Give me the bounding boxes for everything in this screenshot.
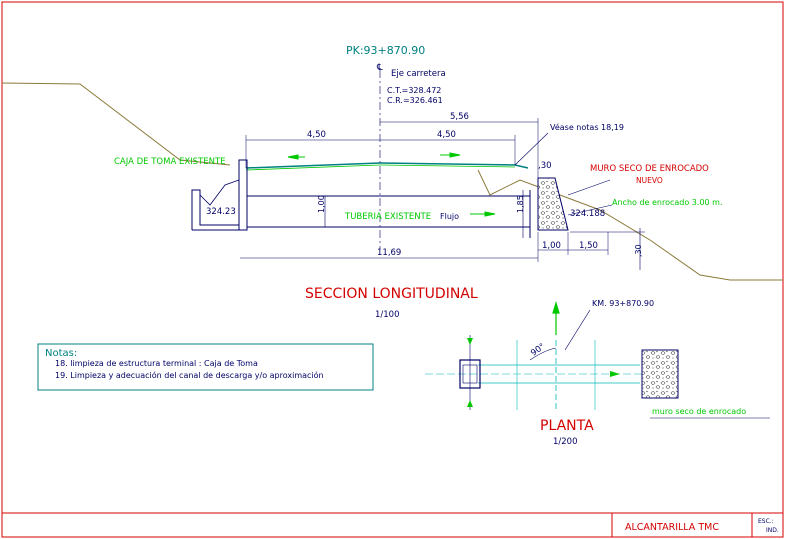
esc-label: ESC.:	[758, 518, 774, 525]
leader-km	[564, 309, 591, 351]
plan-caja	[459, 359, 481, 389]
tuberia-label: TUBERIA EXISTENTE	[344, 212, 431, 222]
leader-ancho	[567, 204, 613, 216]
plan-arrow-up-icon	[467, 338, 473, 345]
angle-label: 90°	[529, 342, 547, 359]
notes-box	[37, 343, 374, 391]
plan-caja-inner	[462, 364, 478, 384]
flow-arrow-icon	[470, 211, 496, 217]
caja-box	[191, 189, 239, 230]
nuevo-label: NUEVO	[636, 176, 663, 185]
dim-100-bottom-label: 1,00	[542, 241, 561, 251]
dim-1169-label: 11,69	[377, 248, 401, 258]
footer-title: ALCANTARILLA TMC	[625, 522, 719, 533]
muro-planta-label: muro seco de enrocado	[652, 407, 746, 416]
dim-30-top-label: ,30	[538, 161, 552, 171]
axis-symbol: ℄	[376, 63, 383, 73]
dim-150-label: 1,50	[579, 241, 598, 251]
caja-wall	[238, 159, 248, 231]
dim-185-label: 1,85	[516, 195, 525, 213]
seccion-title: SECCION LONGITUDINAL	[305, 286, 478, 302]
eje-label: Eje carretera	[391, 69, 446, 79]
plan-angle-arc	[529, 347, 557, 361]
note-18: 18. limpieza de estructura terminal : Ca…	[55, 359, 258, 368]
north-arrow-icon	[552, 300, 560, 335]
notes-title: Notas:	[45, 348, 77, 359]
plan-flow-arrow-icon	[610, 371, 620, 377]
flujo-label: Flujo	[440, 212, 459, 221]
terrain-left	[1, 82, 231, 166]
terrain-right	[477, 169, 783, 281]
elev-left-label: 324.23	[206, 207, 236, 217]
dim-left-label: 4,50	[307, 130, 326, 140]
caja-fill	[199, 179, 240, 206]
planta-title: PLANTA	[540, 418, 594, 434]
km-label: KM. 93+870.90	[592, 299, 654, 308]
dim-right-label: 4,50	[437, 130, 456, 140]
road-crown	[245, 162, 529, 169]
rock-wall	[537, 177, 569, 231]
ancho-label: Ancho de enrocado 3.00 m.	[612, 198, 723, 207]
caja-label: CAJA DE TOMA EXISTENTE	[114, 157, 226, 167]
leader-vease	[514, 132, 549, 166]
muro-label: MURO SECO DE ENROCADO	[590, 164, 709, 174]
leader-muro	[567, 179, 611, 196]
elev-right-label: 324.188	[570, 209, 605, 219]
road-crown-green	[245, 164, 516, 171]
dim-30-side-label: ,30	[634, 244, 643, 257]
note-19: 19. Limpieza y adecuación del canal de d…	[55, 370, 324, 380]
arrow-left-icon	[287, 154, 305, 160]
seccion-scale: 1/100	[375, 310, 400, 320]
ct-label: C.T.=328.472	[387, 86, 441, 95]
plan-rock-wall	[641, 349, 679, 399]
ind-label: IND.	[766, 527, 779, 534]
dim-556-label: 5,56	[450, 112, 469, 122]
vease-label: Véase notas 18,19	[550, 122, 624, 132]
planta-scale: 1/200	[553, 437, 578, 447]
arrow-right-icon	[440, 152, 461, 158]
plan-arrow-down-icon	[467, 400, 473, 407]
pk-label: PK:93+870.90	[346, 44, 425, 57]
dim-100-left-label: 1,00	[317, 195, 326, 213]
cr-label: C.R.=326.461	[387, 96, 443, 105]
